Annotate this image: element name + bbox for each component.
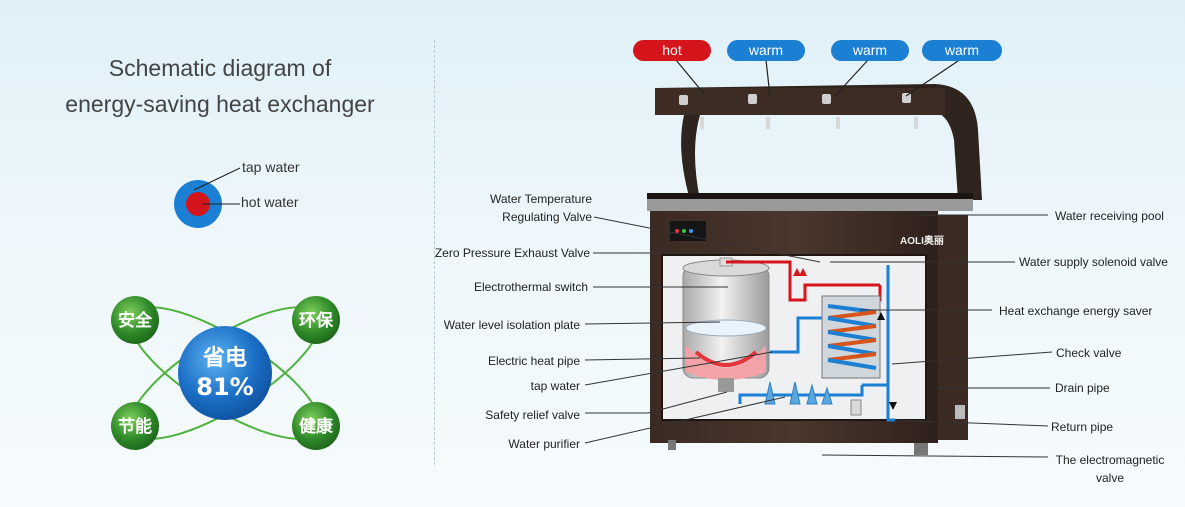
callout-zero-pressure: Zero Pressure Exhaust Valve [400,244,590,262]
outlet-warm-1: warm [727,40,805,61]
callout-drain-pipe: Drain pipe [1055,379,1110,397]
callout-return-pipe: Return pipe [1051,418,1113,436]
heat-exchange-coil [822,296,880,378]
callout-electromagnetic: The electromagnetic valve [1045,451,1175,487]
boiler-tank [683,258,769,392]
callout-temp-valve: Water Temperature Regulating Valve [440,190,592,226]
tap-spouts [700,117,918,129]
callout-electrothermal: Electrothermal switch [420,278,588,296]
callout-temp-valve-line-2: Regulating Valve [440,208,592,226]
callout-safety-valve: Safety relief valve [420,406,580,424]
outlet-warm-3: warm [922,40,1002,61]
callout-tap-water: tap water [440,377,580,395]
receiving-pool [647,197,973,211]
callout-check-valve: Check valve [1056,344,1121,362]
callout-electromagnetic-line-2: valve [1045,469,1175,487]
callout-temp-valve-line-1: Water Temperature [440,190,592,208]
electromagnetic-valve [851,400,861,415]
dispenser-hood [655,84,982,200]
callout-electromagnetic-line-1: The electromagnetic [1045,451,1175,469]
outlet-warm-2: warm [831,40,909,61]
callout-purifier: Water purifier [440,435,580,453]
outlet-hot: hot [633,40,711,61]
callout-energy-saver: Heat exchange energy saver [999,302,1152,320]
brand-logo: AOLI奥丽 [900,234,944,247]
callout-receiving-pool: Water receiving pool [1055,207,1164,225]
callout-heat-pipe: Electric heat pipe [420,352,580,370]
callout-solenoid: Water supply solenoid valve [1019,253,1168,271]
callout-isolation-plate: Water level isolation plate [400,316,580,334]
